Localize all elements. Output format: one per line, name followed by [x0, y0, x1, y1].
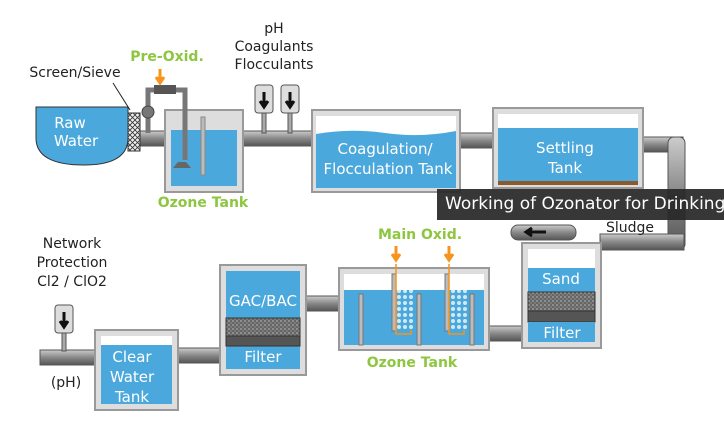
screen-sieve-label: Screen/Sieve — [29, 65, 120, 81]
raw-water-label: Water — [54, 132, 99, 150]
clear-water-label: Water — [110, 368, 155, 386]
network-label: Protection — [37, 255, 108, 271]
sludge-label: Sludge — [606, 220, 654, 236]
ozone-tank-1-label: Ozone Tank — [158, 195, 249, 211]
arrow-left-icon — [523, 226, 546, 238]
coag-tank-label: Flocculation Tank — [324, 160, 453, 178]
dosing-flocculants-label: Flocculants — [235, 57, 314, 73]
gac-filter-label: Filter — [244, 348, 282, 366]
clear-water-label: Tank — [114, 388, 149, 406]
diffuser-icon — [173, 162, 191, 168]
dosing-coagulants-label: Coagulants — [235, 39, 314, 55]
settling-tank-label: Tank — [547, 159, 582, 177]
network-label: Network — [43, 236, 102, 252]
network-label: Cl2 / ClO2 — [37, 274, 107, 290]
dosing-cylinder-chlorine — [54, 304, 74, 352]
ozone-arrow-icon — [154, 69, 166, 86]
raw-water-label: Raw — [54, 114, 86, 132]
pump-icon — [141, 105, 155, 119]
ozone-injection-lines — [390, 246, 465, 335]
dosing-cylinders — [254, 84, 300, 134]
coag-tank-label: Coagulation/ — [337, 140, 433, 158]
ozone-tank-2-label: Ozone Tank — [367, 355, 458, 371]
injector-icon — [154, 85, 176, 94]
main-oxid-label: Main Oxid. — [378, 227, 462, 243]
video-title-tooltip: Working of Ozonator for Drinking Water T… — [437, 189, 724, 220]
pre-oxid-label: Pre-Oxid. — [130, 49, 204, 65]
dosing-ph-label: pH — [264, 21, 283, 37]
settling-tank-label: Settling — [536, 139, 594, 157]
clear-water-label: Clear — [112, 348, 152, 366]
pointer-line — [112, 82, 131, 111]
gac-filter-label: GAC/BAC — [229, 292, 297, 310]
ph-label: (pH) — [51, 375, 81, 391]
screen-sieve — [127, 112, 141, 152]
raw-water-basin — [35, 106, 129, 166]
sand-filter-label: Sand — [542, 270, 580, 288]
sand-filter-label: Filter — [543, 324, 581, 342]
